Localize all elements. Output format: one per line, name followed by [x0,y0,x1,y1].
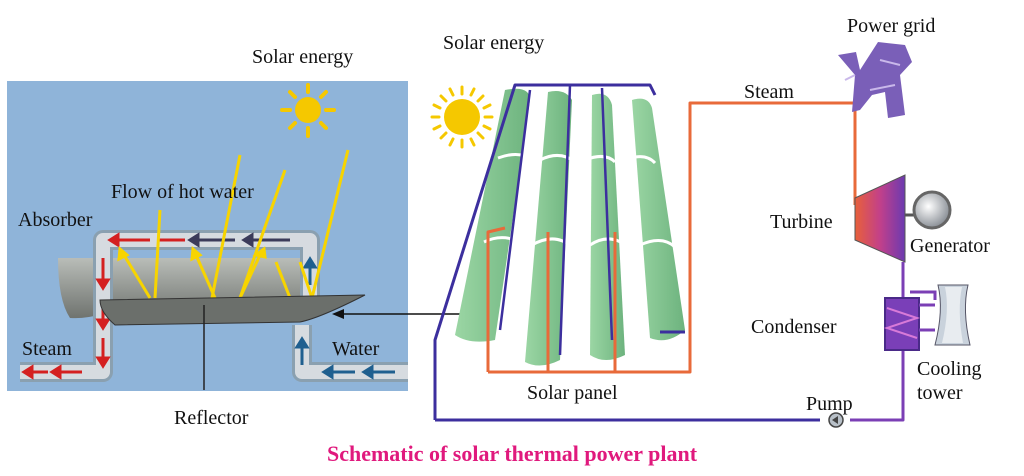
power-grid-icon [838,42,912,118]
label-water: Water [332,338,380,360]
label-solar-energy-right: Solar energy [443,32,545,54]
turbine-icon [854,174,906,263]
generator-icon [912,190,952,230]
steam-flow-arrows [21,232,185,380]
fluid-loop [433,83,905,422]
water-flow-arrows [294,256,395,380]
connector-arrow [332,309,475,319]
steam-pipe [486,101,857,374]
hot-water-flow-arrows [187,232,290,248]
label-steam-left: Steam [22,338,72,360]
label-flow-of-hot-water: Flow of hot water [111,181,254,203]
reflector-front [99,294,366,326]
reflected-rays [117,245,314,299]
label-turbine: Turbine [770,211,833,233]
pump-icon [828,412,844,428]
label-cooling-tower: Cooling tower [917,358,982,404]
sun-icon-right [430,85,494,149]
label-reflector: Reflector [174,407,249,429]
label-pump: Pump [806,393,853,415]
label-condenser: Condenser [751,316,837,338]
label-steam-right: Steam [744,81,794,103]
label-power-grid: Power grid [847,15,936,37]
label-solar-panel: Solar panel [527,382,618,404]
label-solar-energy-left: Solar energy [252,46,354,68]
label-absorber: Absorber [18,209,93,231]
sun-rays [153,149,350,299]
sun-icon [280,83,336,138]
diagram-caption: Schematic of solar thermal power plant [326,441,698,466]
condenser-icon [883,297,921,351]
label-generator: Generator [910,235,990,257]
cooling-tower-icon [910,284,971,346]
